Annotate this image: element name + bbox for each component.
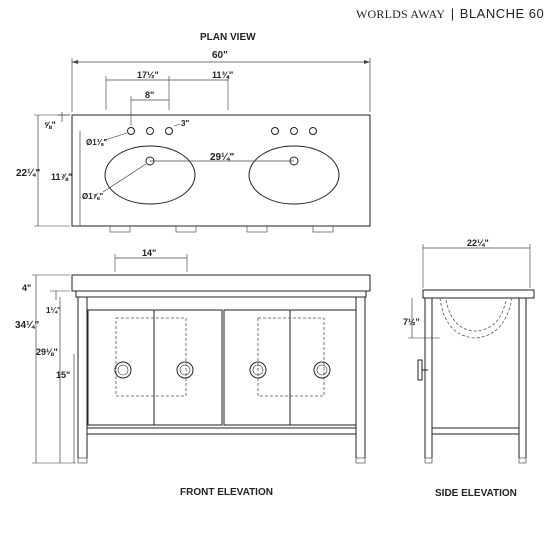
front-countertop [71,274,371,292]
left-sink-bowl [104,145,196,205]
front-leg-foot [77,457,88,464]
plan-leg [175,225,197,233]
plan-leg [246,225,268,233]
faucet-hole [165,127,173,135]
right-basin-hidden [257,317,325,397]
ring-handle [249,361,267,379]
plan-leg [312,225,334,233]
dim-backsplash-width: 14" [142,248,156,258]
dim-overall-height: 34¼" [15,320,39,331]
dim-top-thickness: 4" [22,283,31,293]
plan-view: 60" 17½" 11¾" 8" 3" ⅝" 22¼" [16,50,371,233]
side-stretcher [431,427,520,435]
front-elevation: 14" [15,248,371,464]
dim-drain-dia: Ø1⅞" [82,192,103,201]
plan-view-label: PLAN VIEW [200,32,256,43]
ring-handle [313,361,331,379]
faucet-hole [309,127,317,135]
dim-faucet-spread: 8" [145,90,154,100]
side-basin-hidden [439,297,513,339]
dim-leg-height: 15" [56,370,70,380]
front-leg-foot [355,457,366,464]
dim-bowl-width: 29¼" [210,152,234,163]
plan-countertop [71,114,371,227]
dim-hole-spacing: 3" [181,119,189,128]
dim-apron: 1¼" [46,306,61,315]
dim-cabinet-height: 29⅛" [36,347,58,357]
dim-bowl-offset: 11⅞" [51,172,72,182]
ring-handle [114,361,132,379]
side-elevation: 22¼" 7½" [403,238,535,464]
front-stretcher [86,427,357,435]
dim-basin-depth: 7½" [403,317,420,327]
model-name: BLANCHE 60 [459,6,545,21]
ring-handle [176,361,194,379]
left-cabinet [87,309,223,426]
faucet-hole [146,127,154,135]
side-leg-foot [424,457,433,464]
side-leg-foot [518,457,527,464]
dim-overall-width: 60" [212,50,228,61]
plan-leg [109,225,131,233]
left-basin-hidden [115,317,187,397]
front-apron [75,290,367,298]
dim-side-depth: 22¼" [467,238,489,248]
title-separator: | [450,6,455,21]
side-countertop [422,289,535,299]
faucet-hole [127,127,135,135]
right-sink-bowl [248,145,340,205]
dim-center-spacing: 17½" [137,70,159,80]
side-elevation-label: SIDE ELEVATION [435,488,517,499]
front-elevation-label: FRONT ELEVATION [180,487,273,498]
faucet-hole [290,127,298,135]
dim-depth: 22¼" [16,168,40,179]
brand-name: WORLDS AWAY [356,7,446,21]
side-handle-icon [417,359,423,381]
faucet-hole [271,127,279,135]
dim-faucet-hole-dia: Ø1⅜" [86,138,107,147]
title-block: WORLDS AWAY | BLANCHE 60 [356,6,544,22]
dim-back-edge: ⅝" [44,120,56,130]
dim-offset-right: 11¾" [212,70,233,80]
